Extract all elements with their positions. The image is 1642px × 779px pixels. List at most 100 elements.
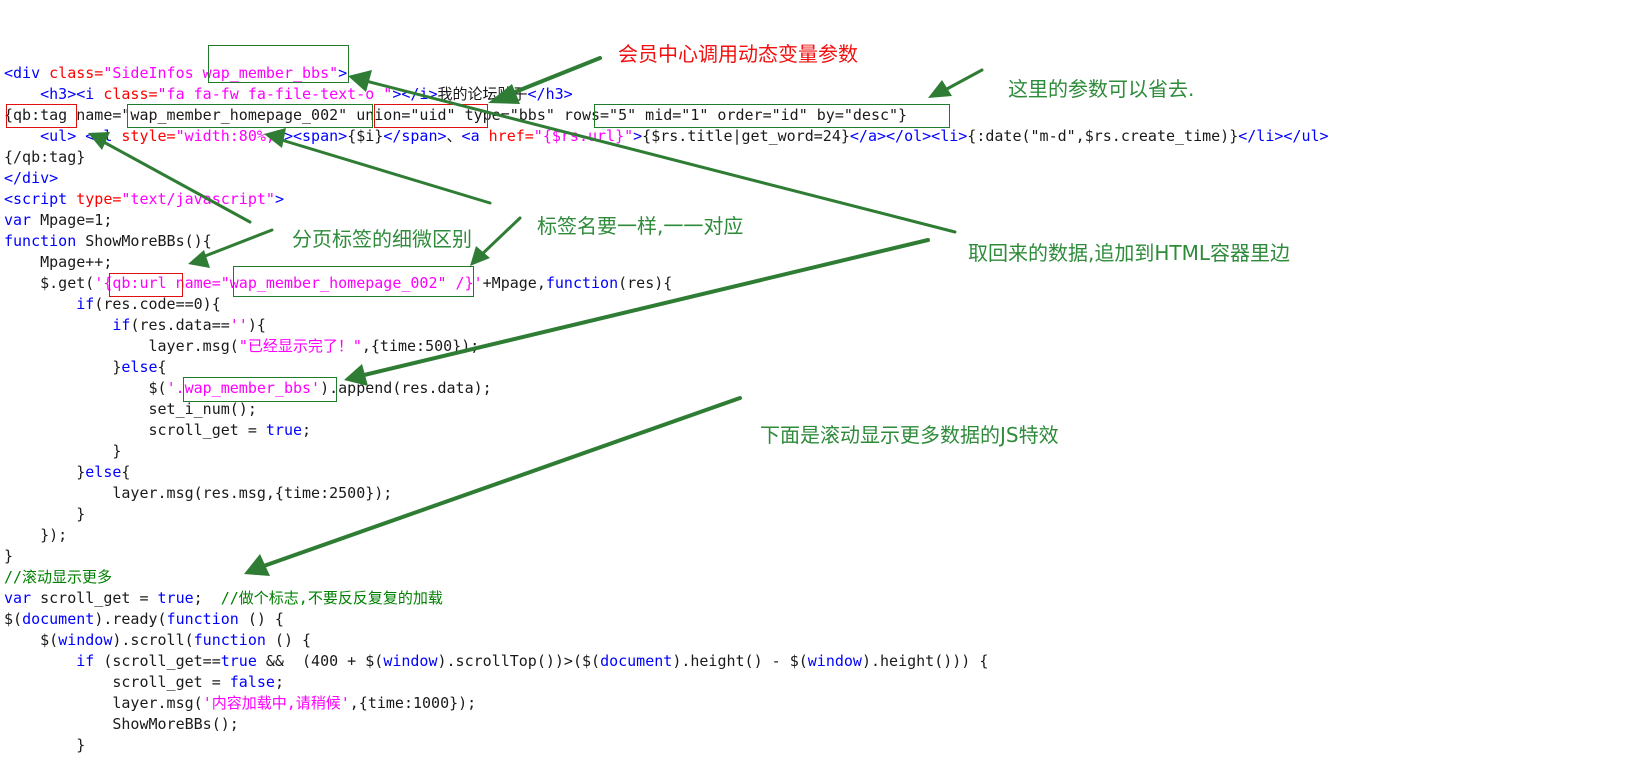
code-token: //做个标志,不要反反复复的加载 <box>220 589 443 607</box>
highlight-box-qb-url <box>109 273 183 297</box>
code-token: '' <box>229 316 248 334</box>
code-token: layer.msg( <box>4 694 203 712</box>
code-line: if(res.code==0){ <box>4 295 221 313</box>
code-line: <ul> <ol style="width:80%;"><span>{$i}</… <box>4 127 1328 145</box>
code-token: else <box>121 358 158 376</box>
code-line: <h3><i class="fa fa-fw fa-file-text-o ">… <box>4 85 573 103</box>
code-token: class= <box>103 85 158 103</box>
code-line: set_i_num(); <box>4 400 257 418</box>
code-token: <a <box>461 127 489 145</box>
code-token: //滚动显示更多 <box>4 568 113 586</box>
annotation-tag-name-match: 标签名要一样,一一对应 <box>537 214 744 238</box>
code-line: scroll_get = false; <box>4 673 284 691</box>
code-line: } <box>4 736 85 754</box>
arrow-tag-name-to-top <box>273 136 492 205</box>
code-token: {:date("m-d",$rs.create_time)} <box>967 127 1239 145</box>
arrow-append-to-selector <box>358 238 930 378</box>
code-line: //滚动显示更多 <box>4 568 112 586</box>
code-token: false <box>229 673 275 691</box>
code-token: true <box>265 421 303 439</box>
code-token: $( <box>4 610 23 628</box>
arrow-head-append-to-selector <box>344 364 368 386</box>
arrow-head-append-to-container <box>348 70 372 92</box>
code-token: function <box>4 232 77 250</box>
code-token: "fa fa-fw fa-file-text-o " <box>157 85 393 103</box>
code-token: (scroll_get== <box>94 652 221 670</box>
code-line: function ShowMoreBBs(){ <box>4 232 212 250</box>
code-token: ).scroll( <box>112 631 194 649</box>
code-token: > <box>338 64 348 82</box>
code-token: {$rs.title|get_word=24} <box>642 127 850 145</box>
code-line: <script type="text/javascript"> <box>4 190 284 208</box>
code-token: {/qb:tag} <box>4 148 86 166</box>
code-line: if (scroll_get==true && (400 + $(window)… <box>4 652 988 670</box>
code-token: > <box>633 127 643 145</box>
code-line: layer.msg("已经显示完了！",{time:500}); <box>4 337 479 355</box>
code-token: () { <box>265 631 312 649</box>
code-line: }else{ <box>4 358 167 376</box>
code-token: '内容加载中,请稍候' <box>202 694 350 712</box>
code-token: $( <box>4 379 167 397</box>
code-token: if <box>76 652 95 670</box>
code-token: } <box>4 547 14 565</box>
code-token: 、 <box>446 127 462 145</box>
code-token: window <box>807 652 862 670</box>
code-token: $.get( <box>4 274 95 292</box>
code-token: ><span> <box>283 127 348 145</box>
code-token: "width:80%;" <box>175 127 284 145</box>
code-token: { <box>121 463 131 481</box>
code-token: </a></ol><li> <box>849 127 968 145</box>
code-token: > <box>274 190 284 208</box>
arrow-head-scroll-js <box>244 554 270 576</box>
arrow-head-params-optional <box>928 80 952 98</box>
code-token: ShowMoreBBs(){ <box>76 232 212 250</box>
code-token: scroll_get = <box>4 673 230 691</box>
annotation-append-data: 取回来的数据,追加到HTML容器里边 <box>968 241 1291 265</box>
arrow-scroll-js <box>256 396 742 570</box>
code-token: ).height())) { <box>861 652 989 670</box>
code-line: </div> <box>4 169 58 187</box>
code-token: ; <box>274 673 284 691</box>
code-token: function <box>193 631 266 649</box>
arrow-head-member-center <box>488 84 520 104</box>
code-token: && (400 + $( <box>256 652 384 670</box>
code-token: } <box>4 463 86 481</box>
arrow-params-optional <box>943 68 984 92</box>
code-token: </span> <box>383 127 447 145</box>
code-token: function <box>545 274 619 292</box>
code-token: var <box>4 211 32 229</box>
highlight-box-tag-name <box>127 104 373 128</box>
code-token: ,{time:500}); <box>361 337 480 355</box>
code-token: ).height() - $( <box>672 652 808 670</box>
highlight-box-url-name <box>233 266 474 297</box>
code-token: <h3><i <box>40 85 104 103</box>
code-line: ShowMoreBBs(); <box>4 715 238 733</box>
arrow-member-center <box>503 56 602 98</box>
arrow-append-to-container <box>360 78 957 234</box>
code-token: document <box>600 652 673 670</box>
code-token: Mpage++; <box>4 253 113 271</box>
code-line: var Mpage=1; <box>4 211 112 229</box>
code-token: $( <box>4 631 59 649</box>
code-token: window <box>383 652 438 670</box>
code-token: (res){ <box>618 274 673 292</box>
code-token: +Mpage, <box>482 274 546 292</box>
code-token: (res.code==0){ <box>94 295 221 313</box>
code-line: $(window).scroll(function () { <box>4 631 311 649</box>
code-token: scroll_get = <box>4 421 266 439</box>
code-token: { <box>157 358 167 376</box>
code-token: true <box>157 589 194 607</box>
code-token: set_i_num(); <box>4 400 257 418</box>
code-token: true <box>220 652 257 670</box>
code-line: $.get('{qb:url name="wap_member_homepage… <box>4 274 672 292</box>
code-line: scroll_get = true; <box>4 421 311 439</box>
code-token: }); <box>4 526 68 544</box>
code-token: ; <box>193 589 221 607</box>
code-token: var <box>4 589 32 607</box>
code-token: type= <box>76 190 122 208</box>
code-token: ).ready( <box>94 610 167 628</box>
code-token: href= <box>488 127 534 145</box>
code-line: var scroll_get = true; //做个标志,不要反反复复的加载 <box>4 589 443 607</box>
arrow-head-tag-name-to-top <box>264 128 286 148</box>
code-line: $(document).ready(function () { <box>4 610 284 628</box>
